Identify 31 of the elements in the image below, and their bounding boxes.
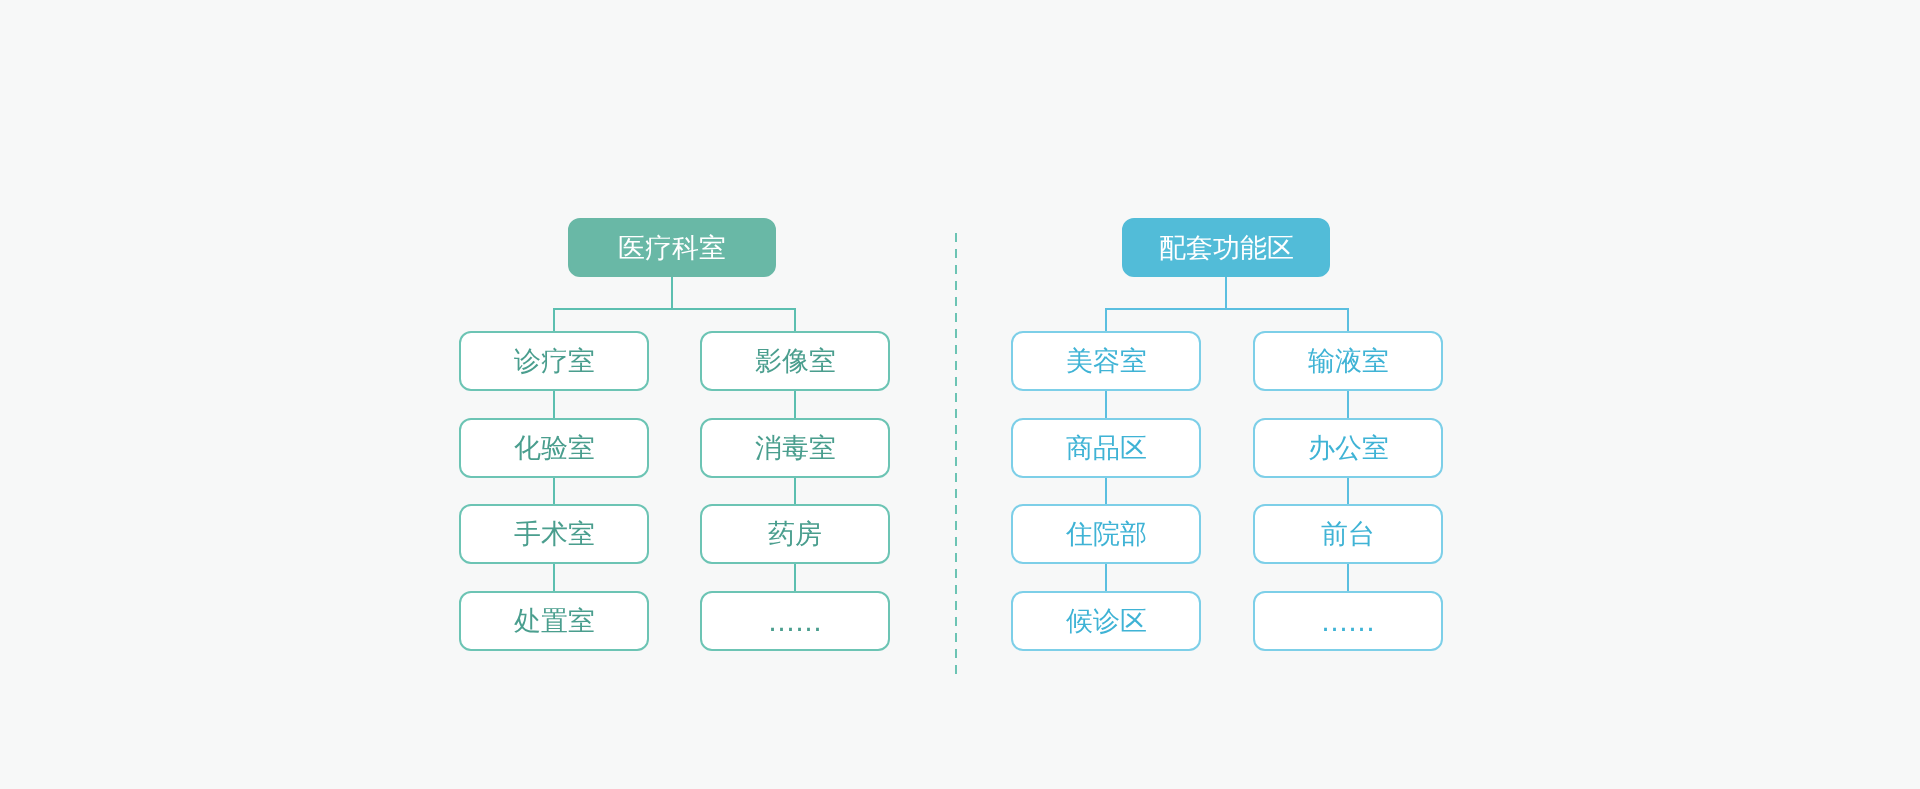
room-box: 候诊区 [1011, 591, 1201, 651]
room-box: 影像室 [700, 331, 890, 391]
connector-line [553, 390, 555, 419]
room-box: 诊疗室 [459, 331, 649, 391]
connector-line [553, 477, 555, 505]
room-box: 办公室 [1253, 418, 1443, 478]
room-box: 药房 [700, 504, 890, 564]
room-box: 商品区 [1011, 418, 1201, 478]
connector-line [1105, 563, 1107, 592]
connector-line [1347, 477, 1349, 505]
room-box: 住院部 [1011, 504, 1201, 564]
connector-line [794, 477, 796, 505]
room-box: …… [1253, 591, 1443, 651]
connector-line [1105, 390, 1107, 419]
room-box: 输液室 [1253, 331, 1443, 391]
connector-line [1347, 390, 1349, 419]
connector-line [553, 563, 555, 592]
room-box: 消毒室 [700, 418, 890, 478]
room-box: 前台 [1253, 504, 1443, 564]
header-box: 配套功能区 [1122, 218, 1330, 277]
connector-line [671, 276, 796, 332]
connector-line [794, 563, 796, 592]
room-box: 美容室 [1011, 331, 1201, 391]
connector-line [1347, 563, 1349, 592]
room-box: 处置室 [459, 591, 649, 651]
connector-line [1105, 477, 1107, 505]
room-box: 手术室 [459, 504, 649, 564]
connector-line [794, 390, 796, 419]
room-box: …… [700, 591, 890, 651]
room-box: 化验室 [459, 418, 649, 478]
header-box: 医疗科室 [568, 218, 776, 277]
